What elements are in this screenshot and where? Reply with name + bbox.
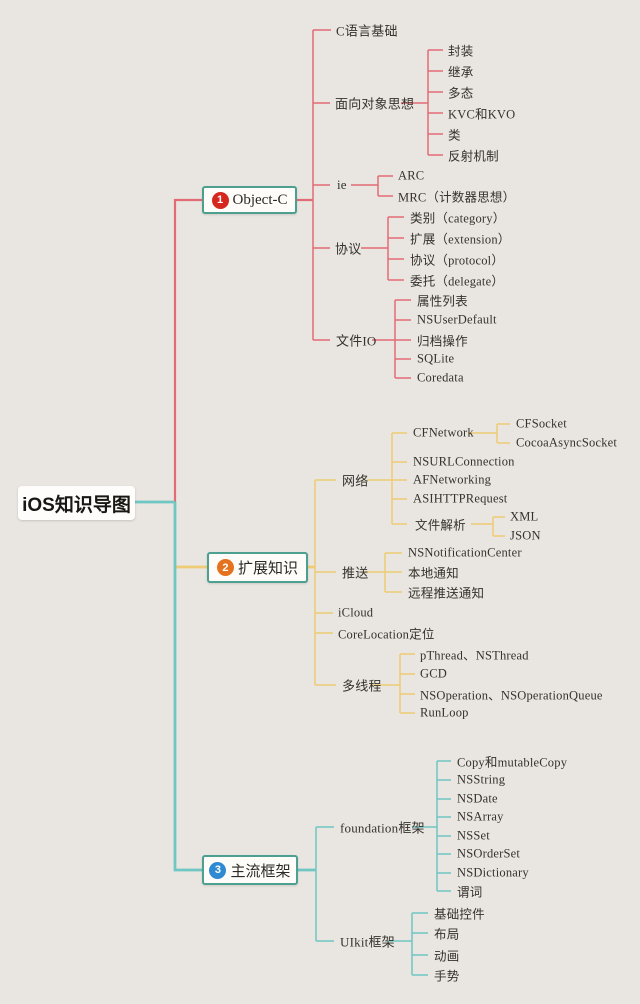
mindmap-topic[interactable]: NSOperation、NSOperationQueue: [420, 688, 603, 703]
mindmap-topic[interactable]: 委托（delegate）: [410, 274, 505, 289]
mindmap-topic[interactable]: 扩展（extension）: [410, 232, 511, 247]
mindmap-topic[interactable]: RunLoop: [420, 705, 469, 720]
mindmap-topic[interactable]: 归档操作: [417, 334, 468, 349]
mindmap-topic[interactable]: Coredata: [417, 370, 464, 385]
mindmap-topic[interactable]: C语言基础: [336, 23, 398, 39]
mindmap-topic[interactable]: NSUserDefault: [417, 312, 497, 327]
mindmap-topic[interactable]: MRC（计数器思想）: [398, 190, 516, 205]
mindmap-topic[interactable]: CocoaAsyncSocket: [516, 435, 618, 450]
badge-1-icon: 1: [211, 191, 229, 209]
mindmap-topic[interactable]: 类: [448, 128, 461, 143]
mindmap-topic[interactable]: 反射机制: [448, 149, 499, 164]
mindmap-topic[interactable]: 属性列表: [417, 294, 468, 309]
mindmap-topic[interactable]: NSDictionary: [457, 865, 529, 880]
mindmap-topic[interactable]: ASIHTTPRequest: [413, 491, 508, 506]
mindmap-topic[interactable]: 协议（protocol）: [410, 253, 505, 268]
mindmap-topic[interactable]: 文件IO: [336, 333, 377, 349]
mindmap-topic[interactable]: 继承: [448, 65, 474, 80]
mindmap-topic[interactable]: CoreLocation定位: [338, 627, 435, 642]
branch-node-main-frameworks[interactable]: 3 主流框架: [202, 855, 298, 885]
mindmap-topic[interactable]: NSOrderSet: [457, 846, 521, 861]
mindmap-topic[interactable]: AFNetworking: [413, 472, 492, 487]
mindmap-topic[interactable]: KVC和KVO: [448, 107, 516, 122]
mindmap-topic[interactable]: NSString: [457, 772, 506, 787]
mindmap-topic[interactable]: 网络: [342, 473, 369, 489]
branch-node-object-c[interactable]: 1 Object-C: [202, 186, 297, 214]
mindmap-topic[interactable]: SQLite: [417, 351, 455, 366]
mindmap-topic[interactable]: 本地通知: [408, 566, 459, 581]
mindmap-topic[interactable]: NSURLConnection: [413, 454, 515, 469]
branch-label: Object-C: [232, 191, 288, 208]
mindmap-topic[interactable]: CFNetwork: [413, 425, 474, 440]
mindmap-topic[interactable]: 类别（category）: [410, 211, 506, 226]
mindmap-topic[interactable]: 多线程: [342, 678, 382, 694]
badge-3-icon: 3: [209, 861, 227, 879]
mindmap-topic[interactable]: NSSet: [457, 828, 490, 843]
badge-2-icon: 2: [216, 559, 234, 576]
root-node[interactable]: iOS知识导图: [18, 486, 135, 520]
mindmap-topic[interactable]: CFSocket: [516, 416, 567, 431]
branch-label: 主流框架: [230, 863, 291, 880]
mindmap-topic[interactable]: NSArray: [457, 809, 504, 824]
mindmap-topic[interactable]: ARC: [398, 168, 425, 183]
mindmap-topic[interactable]: NSDate: [457, 791, 498, 806]
mindmap-topic[interactable]: 文件解析: [415, 518, 466, 533]
branch-node-extended-knowledge[interactable]: 2 扩展知识: [207, 552, 308, 583]
mindmap-topic[interactable]: 协议: [335, 241, 362, 257]
mindmap-topic[interactable]: iCloud: [338, 605, 374, 620]
branch-label: 扩展知识: [237, 561, 298, 577]
mindmap-topic[interactable]: 远程推送通知: [408, 586, 485, 601]
mindmap-topic[interactable]: GCD: [420, 666, 447, 681]
mindmap-topic[interactable]: pThread、NSThread: [420, 648, 529, 663]
mindmap-topic[interactable]: 推送: [342, 565, 369, 581]
mindmap-topic[interactable]: XML: [510, 509, 539, 524]
mindmap-topic[interactable]: Copy和mutableCopy: [457, 755, 568, 770]
mindmap-topic[interactable]: JSON: [510, 528, 541, 543]
mindmap-topic[interactable]: 谓词: [457, 885, 483, 900]
mindmap-topic[interactable]: 手势: [434, 969, 460, 984]
mindmap-topic[interactable]: 多态: [448, 86, 474, 101]
mindmap-topic[interactable]: NSNotificationCenter: [408, 545, 522, 560]
root-label: iOS知识导图: [22, 494, 131, 516]
mindmap-topic[interactable]: 基础控件: [434, 907, 485, 922]
mindmap-topic[interactable]: ie: [337, 177, 347, 192]
mindmap-topic[interactable]: 封装: [448, 44, 474, 59]
mindmap-topic[interactable]: UIkit框架: [340, 934, 395, 950]
mindmap-topic[interactable]: 布局: [434, 927, 460, 942]
mindmap-topic[interactable]: 面向对象思想: [335, 96, 415, 112]
mindmap-topic[interactable]: foundation框架: [340, 820, 425, 836]
mindmap-topic[interactable]: 动画: [434, 949, 460, 964]
